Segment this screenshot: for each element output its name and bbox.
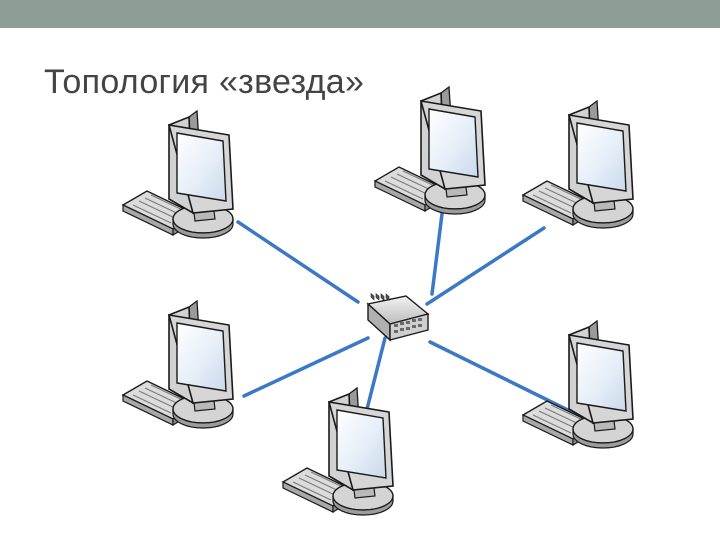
desktop-computer-icon <box>122 300 234 429</box>
desktop-computer-icon <box>374 86 486 215</box>
desktop-computer-icon <box>522 320 634 449</box>
link-top-right <box>425 226 546 306</box>
link-top-left <box>236 220 360 304</box>
link-bottom-center <box>362 336 387 423</box>
desktop-computer-icon <box>282 387 394 516</box>
computer-bottom-center <box>282 387 394 516</box>
network-switch-icon <box>367 292 429 341</box>
slide-top-bar <box>0 0 720 28</box>
computer-top-center <box>374 86 486 215</box>
slide-title: Топология «звезда» <box>44 63 365 101</box>
computer-top-left <box>122 110 234 239</box>
desktop-computer-icon <box>122 110 234 239</box>
link-middle-left <box>242 336 370 398</box>
link-top-center <box>430 196 446 296</box>
desktop-computer-icon <box>522 100 634 229</box>
switch <box>367 292 429 341</box>
computer-middle-left <box>122 300 234 429</box>
link-bottom-right <box>428 340 586 420</box>
computer-top-right <box>522 100 634 229</box>
computer-bottom-right <box>522 320 634 449</box>
